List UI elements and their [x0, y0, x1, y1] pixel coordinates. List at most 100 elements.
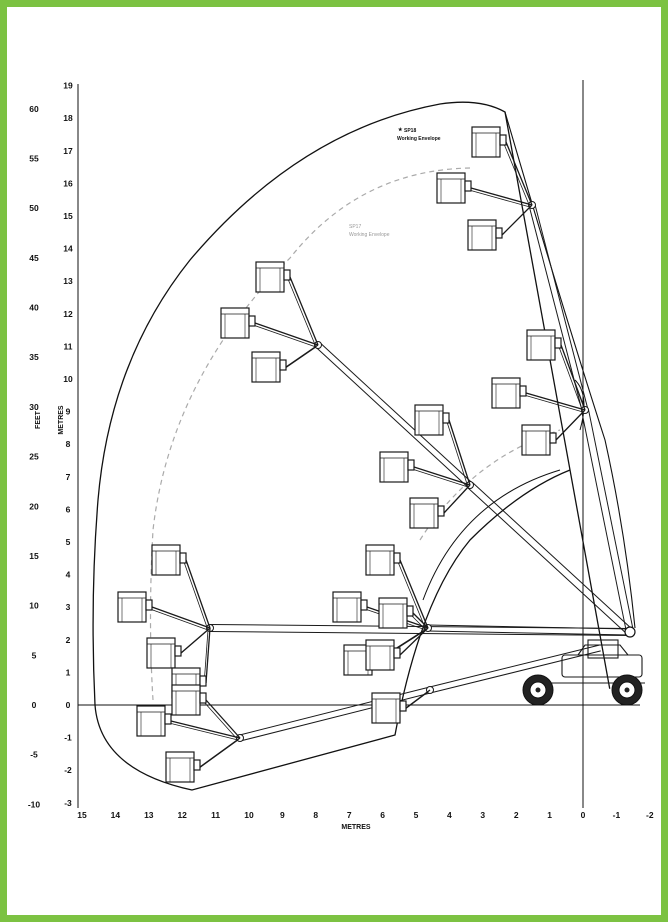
basket-control-box [519, 385, 527, 397]
jib-arm [168, 722, 239, 741]
platform-basket [414, 404, 450, 436]
platform-basket [171, 684, 207, 716]
basket-control-box [179, 552, 187, 564]
basket-control-box [199, 675, 207, 687]
boom-edge [429, 644, 600, 688]
jib-arm [287, 278, 317, 348]
basket-body [255, 261, 285, 293]
boom-edge [467, 487, 628, 635]
basket-control-box [495, 227, 503, 239]
sp18-envelope-label-1: SP18 [404, 128, 416, 134]
feet-y-tick: -10 [28, 799, 41, 809]
platform-basket [467, 219, 503, 251]
metres-y-tick: 3 [66, 602, 71, 612]
metres-x-tick: 15 [77, 810, 87, 820]
basket-control-box [199, 692, 207, 704]
machine-turntable [576, 644, 630, 656]
basket-control-box [554, 337, 562, 349]
basket-body [526, 329, 556, 361]
metres-y-tick: 11 [64, 341, 73, 351]
feet-y-tick: 60 [29, 104, 39, 114]
basket-control-box [193, 759, 201, 771]
metres-y-tick: 4 [66, 570, 71, 580]
boom-edge [319, 342, 473, 484]
jib-arm [199, 737, 241, 768]
platform-basket [220, 307, 256, 339]
metres-y-tick: -2 [64, 765, 72, 775]
metres-y-tick: 6 [66, 504, 71, 514]
metres-x-tick: -1 [613, 810, 621, 820]
basket-control-box [164, 713, 172, 725]
sp18-outer-envelope [92, 101, 611, 791]
jib-arm [289, 276, 319, 346]
platform-basket [151, 544, 187, 576]
jib-arm [505, 141, 533, 206]
sp17-envelope-label-2: Working Envelope [349, 232, 390, 238]
metres-axis-label: METRES [58, 405, 65, 435]
metres-x-tick: 1 [547, 810, 552, 820]
platform-basket [521, 424, 557, 456]
boom-edge [581, 410, 628, 633]
metres-x-tick: 11 [211, 810, 220, 820]
platform-basket [251, 351, 287, 383]
feet-y-tick: 50 [29, 203, 39, 213]
metres-x-tick: 14 [111, 810, 121, 820]
metres-y-tick: 13 [63, 276, 73, 286]
boom-base-pivot [624, 626, 636, 638]
basket-body [491, 377, 521, 409]
jib-arm [441, 486, 469, 516]
basket-control-box [406, 605, 414, 617]
jib-arm [499, 206, 531, 238]
jib-arm [525, 392, 586, 411]
platform-basket [117, 591, 153, 623]
jib-arm [205, 627, 211, 684]
jib-arm [397, 561, 427, 631]
basket-body [365, 639, 395, 671]
metres-y-tick: 14 [63, 244, 73, 254]
basket-control-box [437, 505, 445, 517]
basket-control-box [174, 645, 182, 657]
basket-body [365, 544, 395, 576]
metres-x-tick: 3 [480, 810, 485, 820]
platform-basket [379, 451, 415, 483]
metres-y-tick: 15 [63, 211, 73, 221]
basket-body [409, 497, 439, 529]
metres-y-tick: 17 [63, 146, 73, 156]
metres-x-tick: 7 [347, 810, 352, 820]
metres-x-tick: 12 [177, 810, 187, 820]
feet-y-tick: 0 [32, 700, 37, 710]
boom-edge [534, 204, 589, 410]
upper-inner-arc [574, 379, 585, 431]
basket-body [171, 684, 201, 716]
jib-arm [412, 612, 429, 629]
jib-arm [470, 187, 533, 206]
jib-arm [285, 344, 319, 368]
metres-y-tick: 19 [63, 81, 73, 91]
metres-x-tick: 5 [414, 810, 419, 820]
basket-body [165, 751, 195, 783]
boom-edge [428, 624, 631, 630]
platform-basket [378, 597, 414, 629]
platform-basket [365, 639, 401, 671]
boom-edge [587, 409, 634, 632]
feet-y-tick: 25 [29, 452, 39, 462]
jib-arm [203, 701, 239, 741]
jib-arm [411, 468, 469, 488]
basket-body [436, 172, 466, 204]
platform-basket [471, 126, 507, 158]
basket-body [220, 307, 250, 339]
jib-arm [558, 346, 584, 413]
platform-basket [409, 497, 445, 529]
metres-x-tick: -2 [646, 810, 654, 820]
feet-axis-label: FEET [35, 410, 42, 429]
basket-body [521, 424, 551, 456]
metres-x-tick: 2 [514, 810, 519, 820]
jib-arm [523, 394, 584, 413]
metres-x-tick: 13 [144, 810, 154, 820]
basket-control-box [279, 359, 287, 371]
metres-y-tick: 1 [66, 667, 71, 677]
jib-arm [413, 466, 471, 486]
platform-basket [526, 329, 562, 361]
